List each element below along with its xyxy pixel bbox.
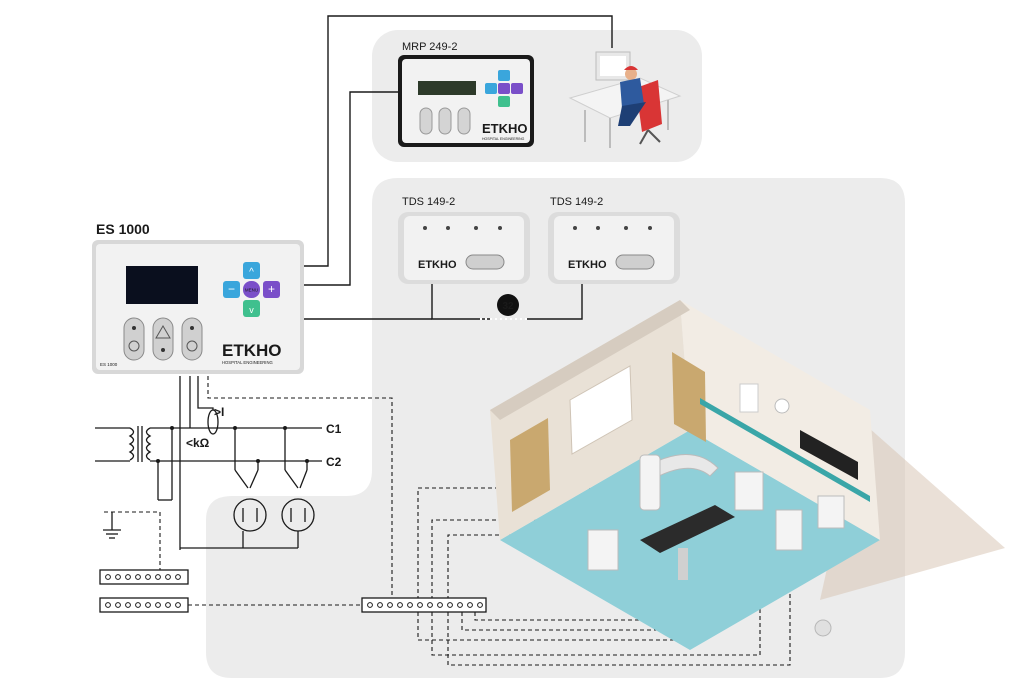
wall-panel: [739, 383, 759, 413]
chevron-up-icon: ^: [249, 267, 254, 278]
wire-tds1-down: [431, 283, 490, 320]
mrp-button-test[interactable]: [457, 107, 471, 135]
transformer-secondary: [145, 427, 152, 461]
minus-icon: −: [228, 282, 235, 296]
warning-icon: [155, 325, 171, 339]
equipment-cart-2: [775, 509, 803, 551]
es1000-key-menu[interactable]: [243, 281, 260, 298]
es1000-button-mute[interactable]: [123, 317, 145, 361]
ground-icon: [103, 512, 121, 539]
mrp-key-up[interactable]: [498, 70, 510, 81]
surgery-table: [640, 505, 735, 553]
es1000-logo-sub: HOSPITAL ENGINEERING: [222, 360, 273, 365]
mrp-title: MRP 249-2: [402, 41, 457, 53]
electrical-schematic: [95, 376, 322, 550]
network-wiring: [303, 15, 613, 320]
wire-tds2-down: [525, 283, 583, 320]
room-right-wall: [680, 300, 880, 540]
mrp-device: ETKHO HOSPITAL ENGINEERING: [398, 55, 534, 147]
terminal-block-lower: [99, 597, 189, 613]
room-door: [510, 418, 550, 512]
floor-lamp: [814, 619, 832, 637]
tds1-title: TDS 149-2: [402, 196, 455, 208]
es1000-key-minus[interactable]: [223, 281, 240, 298]
tds1-logo: ETKHO: [418, 259, 457, 271]
es1000-key-down[interactable]: [243, 300, 260, 317]
es1000-model-tag: ES 1000: [100, 362, 118, 367]
wall-monitor: [800, 430, 858, 480]
bus-count-text: 32: [502, 301, 514, 312]
plus-icon: +: [268, 282, 275, 296]
test-icon: [186, 340, 198, 352]
mute-icon: [128, 340, 140, 352]
terminal-block-icon: [99, 569, 487, 613]
mrp-key-right[interactable]: [511, 83, 523, 94]
mrp-button-mute[interactable]: [419, 107, 433, 135]
es1000-key-plus[interactable]: [263, 281, 280, 298]
terminal-block-upper: [99, 569, 189, 585]
es1000-device: MENU ^ − + v ETKHO HOSPITAL ENGINEERING …: [92, 240, 304, 374]
tds1-button-bar[interactable]: [465, 254, 505, 270]
room-side-door: [672, 352, 706, 442]
mrp-key-down[interactable]: [498, 96, 510, 107]
es1000-logo: ETKHO: [222, 341, 282, 360]
equipment-cart-1: [734, 471, 764, 511]
outlet-1: [233, 498, 267, 532]
mrp-key-menu[interactable]: [498, 83, 510, 94]
es1000-display: [126, 266, 198, 304]
wire-es-to-workstation: [303, 15, 613, 267]
c2-label: C2: [326, 455, 342, 469]
current-label: >I: [214, 405, 224, 419]
es1000-button-test[interactable]: [181, 317, 203, 361]
mrp-key-left[interactable]: [485, 83, 497, 94]
transformer-primary: [128, 427, 135, 461]
chevron-down-icon: v: [249, 305, 254, 315]
es1000-button-alarm[interactable]: [152, 317, 174, 361]
wall-clock: [774, 398, 790, 414]
es1000-menu-label: MENU: [245, 288, 258, 293]
es1000-key-up[interactable]: [243, 262, 260, 279]
bus-count-badge: 32: [497, 294, 519, 316]
room-window: [569, 365, 633, 455]
insulation-label: <kΩ: [186, 436, 210, 450]
operating-room-illustration: [490, 300, 1005, 650]
mrp-logo-sub: HOSPITAL ENGINEERING: [482, 137, 525, 141]
wire-es-to-mrp: [303, 91, 398, 286]
tds2-device: ETKHO: [548, 212, 680, 284]
tds1-device: ETKHO: [398, 212, 530, 284]
mrp-logo: ETKHO: [482, 121, 528, 136]
terminal-block-room: [361, 597, 487, 613]
tds2-button-bar[interactable]: [615, 254, 655, 270]
c1-label: C1: [326, 422, 342, 436]
equipment-cart-4: [587, 529, 619, 571]
workstation-illustration: [568, 51, 682, 148]
terminal-pins: [105, 574, 483, 608]
tds2-logo: ETKHO: [568, 259, 607, 271]
mrp-button-alarm[interactable]: [438, 107, 452, 135]
es1000-title: ES 1000: [96, 221, 150, 237]
mrp-display: [418, 81, 476, 95]
wall-stripe: [700, 398, 870, 502]
tds2-title: TDS 149-2: [550, 196, 603, 208]
equipment-cart-3: [817, 495, 845, 529]
